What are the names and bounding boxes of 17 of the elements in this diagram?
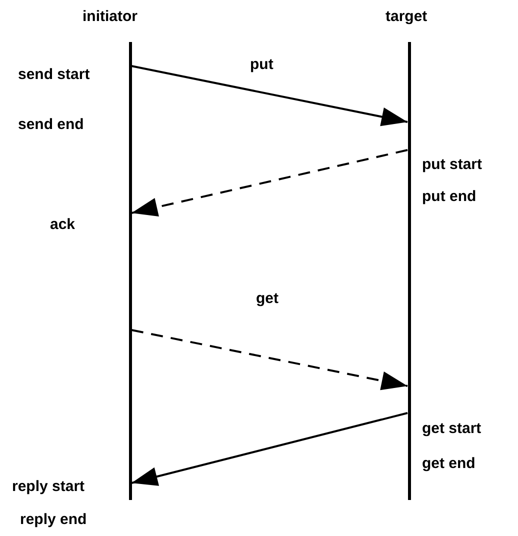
event-label: put start bbox=[422, 156, 482, 173]
event-label: ack bbox=[50, 216, 76, 233]
arrow bbox=[131, 412, 408, 486]
arrow bbox=[131, 329, 408, 390]
event-label: get end bbox=[422, 455, 476, 472]
event-label: send start bbox=[18, 66, 90, 83]
edge-label: put bbox=[248, 56, 276, 73]
arrow bbox=[131, 149, 408, 216]
event-label: send end bbox=[18, 116, 84, 133]
event-label: put end bbox=[422, 188, 476, 205]
event-label: reply start bbox=[12, 478, 85, 495]
lifeline-heading: target bbox=[386, 8, 428, 25]
lifeline-heading: initiator bbox=[82, 8, 138, 25]
event-label: reply end bbox=[20, 511, 87, 528]
event-label: get start bbox=[422, 420, 482, 437]
edge-label: get bbox=[254, 290, 280, 307]
arrow bbox=[131, 65, 408, 126]
